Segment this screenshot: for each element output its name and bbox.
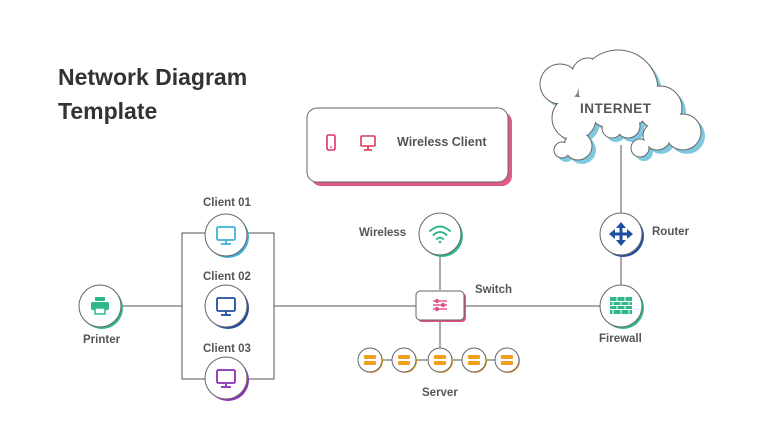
switch-icon <box>433 298 447 312</box>
client-03-label: Client 03 <box>203 343 251 355</box>
wireless-node <box>418 212 463 257</box>
legend-box <box>306 107 512 186</box>
server-icon <box>364 355 376 365</box>
printer-label: Printer <box>83 334 121 346</box>
switch-label: Switch <box>475 284 513 296</box>
router-node <box>599 212 644 257</box>
router-label: Router <box>652 226 690 238</box>
wifi-icon <box>429 225 451 244</box>
server-label: Server <box>422 387 458 399</box>
server-node <box>461 347 487 373</box>
mobile-phone-icon <box>326 134 336 151</box>
firewall-node <box>599 284 644 329</box>
title-line-2: Template <box>58 98 158 124</box>
server-icon <box>468 355 480 365</box>
printer-node <box>78 284 123 329</box>
client-02-node <box>204 284 249 329</box>
internet-cloud <box>539 49 705 164</box>
printer-icon <box>91 297 109 315</box>
page-title: Network Diagram Template <box>58 60 318 128</box>
monitor-icon <box>216 297 236 316</box>
server-group <box>357 347 520 373</box>
router-icon <box>609 222 633 246</box>
legend-panel <box>306 107 509 183</box>
firewall-icon <box>610 297 632 314</box>
server-node <box>357 347 383 373</box>
server-icon <box>398 355 410 365</box>
wireless-label: Wireless <box>359 227 407 239</box>
firewall-label: Firewall <box>599 333 642 345</box>
switch-node <box>415 290 466 322</box>
server-icon <box>501 355 513 365</box>
title-line-1: Network Diagram <box>58 64 248 90</box>
monitor-icon <box>360 135 376 151</box>
server-icon <box>434 355 446 365</box>
monitor-icon <box>216 369 236 388</box>
legend-label: Wireless Client <box>397 135 487 149</box>
server-node <box>427 347 453 373</box>
client-01-label: Client 01 <box>203 197 251 209</box>
server-node <box>494 347 520 373</box>
client-02-label: Client 02 <box>203 271 251 283</box>
client-01-node <box>204 213 249 258</box>
client-03-node <box>204 356 249 401</box>
internet-label: INTERNET <box>580 101 652 116</box>
monitor-icon <box>216 226 236 245</box>
server-node <box>391 347 417 373</box>
